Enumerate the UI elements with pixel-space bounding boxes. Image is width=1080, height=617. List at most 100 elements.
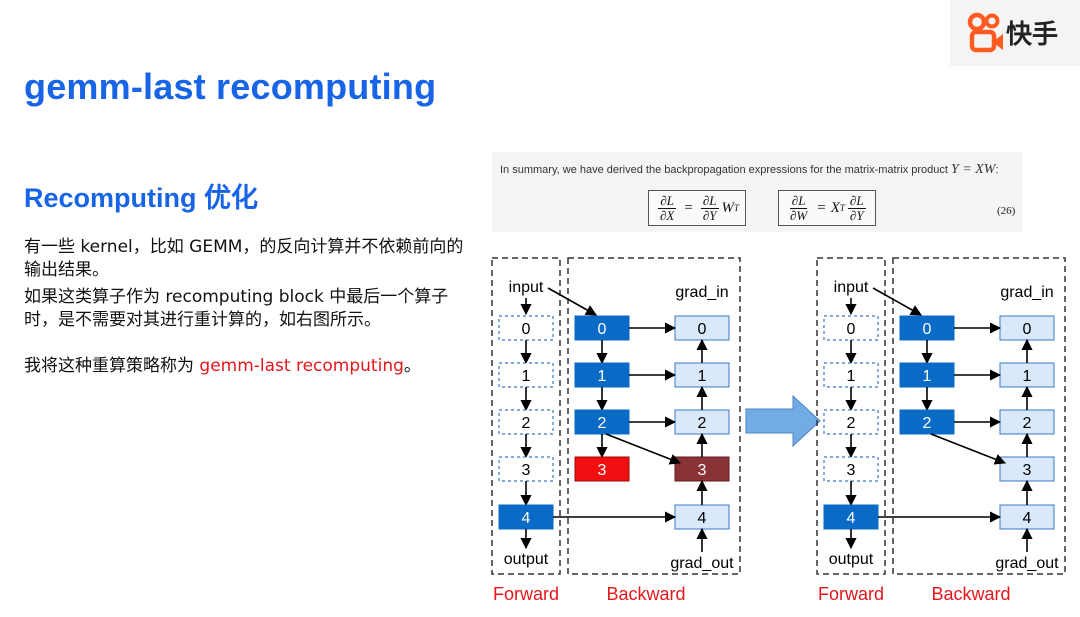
paragraph-1: 有一些 kernel，比如 GEMM，的反向计算并不依赖前向的输出结果。 [24,237,464,280]
recompute-to-grad-diagonal-arrow [930,433,1007,465]
frac-num: ∂L [658,192,677,209]
backward-frame [567,257,741,575]
grad-node [674,315,730,341]
grad-in-label: grad_in [675,284,728,301]
grad-node-label: 0 [698,321,707,338]
grad-node-label: 1 [698,368,707,385]
paragraph-3-prefix: 我将这种重算策略称为 [24,356,200,376]
frac-lhs: ∂L∂W [788,192,809,223]
input-label: input [834,279,869,296]
frac-num: ∂L [789,192,808,209]
input-to-recompute-arrow [547,287,597,316]
forward-node [498,456,554,482]
forward-node [498,409,554,435]
output-label: output [504,551,549,568]
transpose-sup: T [734,203,740,213]
backward-label: Backward [931,584,1010,604]
paragraph-2: 如果这类算子作为 recomputing block 中最后一个算子时，是不需要… [24,287,449,330]
equation-panel [492,152,1022,232]
grad-node-label: 0 [1023,321,1032,338]
frac-lhs: ∂L∂X [658,192,677,223]
recompute-node-label: 1 [598,368,607,385]
grad-in-label: grad_in [1000,284,1053,301]
frac-den: ∂X [660,207,675,223]
forward-label: Forward [818,584,884,604]
frac-rhs: ∂L∂Y [847,192,866,223]
frac-den: ∂Y [849,207,864,223]
grad-node [674,456,730,482]
grad-node [674,409,730,435]
forward-node-label: 0 [847,321,856,338]
equation-summary: In summary, we have derived the backprop… [500,162,999,178]
grad-node-label: 2 [1023,415,1032,432]
forward-node [823,362,879,388]
forward-frame [491,257,561,575]
equation-summary-math: Y = XW [951,162,996,177]
grad-node-label: 4 [698,510,707,527]
equals-sign: = [684,199,693,216]
grad-node [999,456,1055,482]
input-label: input [509,279,544,296]
frac-num: ∂L [847,192,866,209]
formula-pre: X [830,199,840,216]
formula-tail: W [721,199,735,216]
logo-area [950,0,1080,66]
grad-out-label: grad_out [670,555,734,572]
recompute-node-label: 2 [598,415,607,432]
transpose-sup: T [839,203,845,213]
output-label: output [829,551,874,568]
paragraph-3-highlight: gemm-last recomputing [199,356,404,376]
forward-node [498,315,554,341]
transition-arrow-icon [745,394,821,448]
kuaishou-logo-icon [967,12,1003,53]
grad-node-label: 3 [698,462,707,479]
paragraph-3-suffix: 。 [403,356,421,376]
recompute-node-label: 1 [923,368,932,385]
recompute-node [899,409,955,435]
forward-node [498,362,554,388]
grad-node-label: 3 [1023,462,1032,479]
grad-node [674,362,730,388]
forward-node-label: 1 [847,368,856,385]
frac-den: ∂W [790,207,808,223]
forward-node-label: 0 [522,321,531,338]
backward-frame [892,257,1066,575]
forward-node-label: 3 [847,462,856,479]
grad-node-label: 4 [1023,510,1032,527]
frac-den: ∂Y [702,207,717,223]
recompute-node-label: 0 [598,321,607,338]
paragraph-3: 我将这种重算策略称为 gemm-last recomputing。 [24,355,479,378]
recompute-node-label: 3 [598,462,607,479]
recompute-to-grad-diagonal-arrow [605,433,682,465]
forward-node-label: 3 [522,462,531,479]
forward-node-label: 2 [847,415,856,432]
page-title: gemm-last recomputing [24,66,437,107]
grad-out-label: grad_out [995,555,1059,572]
forward-frame [816,257,886,575]
section-heading: Recomputing 优化 [24,183,258,213]
equation-summary-suffix: : [995,164,999,176]
equation-summary-text: In summary, we have derived the backprop… [500,164,951,176]
forward-node-label: 1 [522,368,531,385]
recompute-node [899,315,955,341]
equation-number: (26) [997,205,1016,217]
grad-node [999,315,1055,341]
grad-node-label: 2 [698,415,707,432]
frac-num: ∂L [700,192,719,209]
forward-node-label: 2 [522,415,531,432]
equals-sign: = [817,199,826,216]
grad-node [674,504,730,530]
grad-node-label: 1 [1023,368,1032,385]
forward-node-label: 4 [522,510,531,527]
frac-rhs: ∂L∂Y [700,192,719,223]
recompute-node-label: 0 [923,321,932,338]
logo-text: 快手 [1006,20,1059,50]
forward-label: Forward [493,584,559,604]
input-to-recompute-arrow [872,287,922,316]
recompute-node [574,315,630,341]
